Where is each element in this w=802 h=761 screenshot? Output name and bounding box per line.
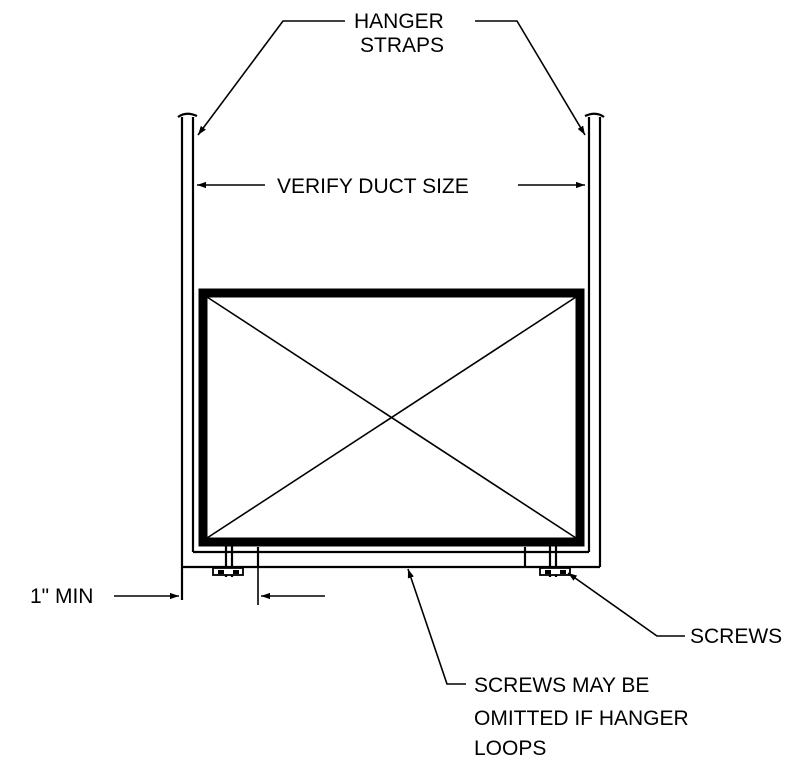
- hanger-straps-leader-right: [475, 20, 586, 136]
- screw-right: [539, 541, 571, 577]
- right-hanger-strap: [584, 112, 605, 567]
- hanger-straps-leader-left: [197, 20, 345, 136]
- hanger-straps-label-line1: HANGER: [354, 10, 444, 33]
- left-hanger-strap: [177, 112, 198, 600]
- verify-duct-size-label: VERIFY DUCT SIZE: [277, 175, 469, 198]
- note-leader: [407, 568, 466, 685]
- screws-label: SCREWS: [690, 625, 782, 648]
- note-line2: OMITTED IF HANGER: [474, 707, 689, 730]
- duct-section: [198, 288, 585, 547]
- bottom-strap: [182, 547, 600, 569]
- one-inch-min-label: 1" MIN: [30, 585, 93, 608]
- screws-leader: [567, 572, 685, 637]
- screw-left: [212, 541, 244, 577]
- note-line1: SCREWS MAY BE: [474, 674, 649, 697]
- hanger-straps-label-line2: STRAPS: [360, 34, 444, 57]
- note-line3: LOOPS: [474, 737, 546, 760]
